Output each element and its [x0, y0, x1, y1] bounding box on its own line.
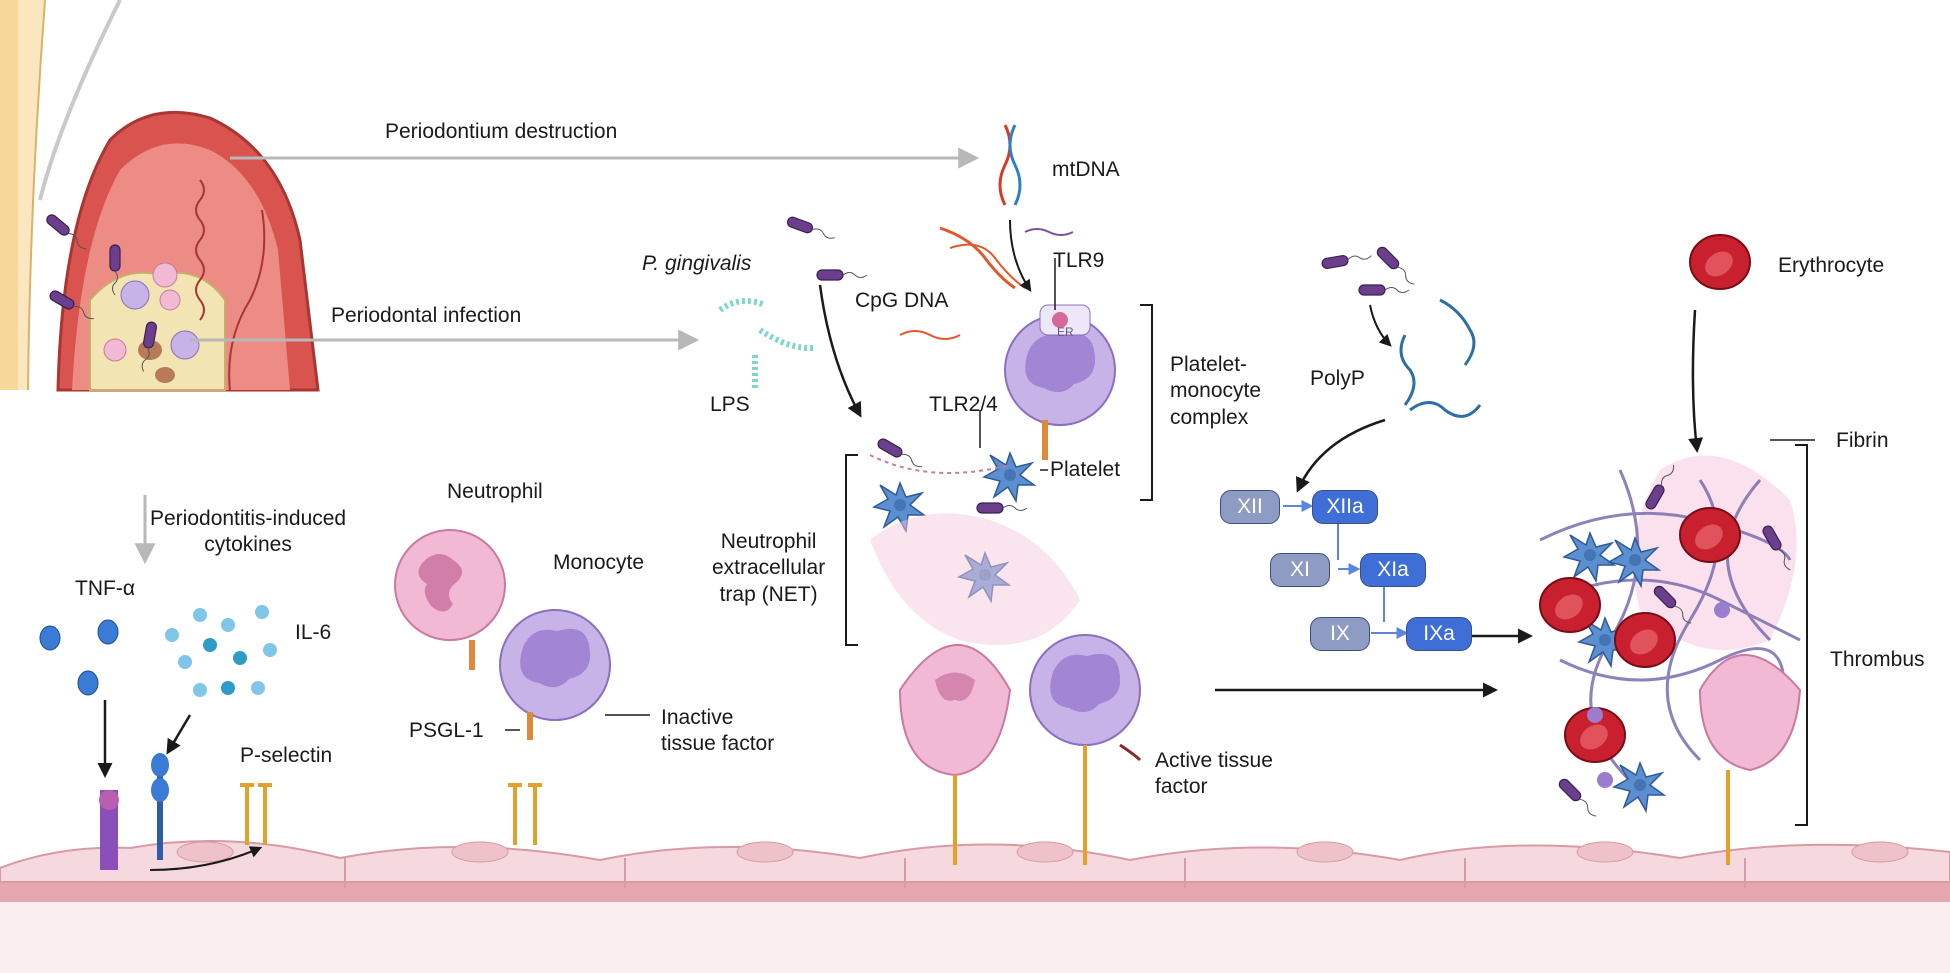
- label-periodontal-infection: Periodontal infection: [331, 304, 522, 327]
- neutrophil-icon: [898, 644, 1012, 777]
- label-p-gingivalis: P. gingivalis: [642, 252, 752, 275]
- factor-xi: XI: [1270, 553, 1330, 587]
- label-line: monocyte: [1170, 379, 1262, 403]
- factor-xiia: XIIa: [1312, 490, 1378, 524]
- bacterium-icon: [1358, 284, 1410, 296]
- cytokine-icon: [39, 605, 277, 697]
- label-line: tissue factor: [661, 732, 775, 756]
- label-platelet-monocyte-complex: Platelet- monocyte complex: [1170, 352, 1261, 431]
- dna-icon: [899, 124, 1074, 340]
- label-line: Inactive: [661, 706, 734, 729]
- label-line: extracellular: [712, 556, 826, 580]
- label-neutrophil: Neutrophil: [447, 480, 543, 503]
- label-tlr9: TLR9: [1053, 249, 1105, 272]
- label-line: complex: [1170, 405, 1249, 429]
- bacterium-icon: [816, 269, 868, 281]
- label-line: cytokines: [204, 533, 292, 557]
- bacterium-icon: [1556, 776, 1601, 821]
- label-erythrocyte: Erythrocyte: [1778, 254, 1885, 277]
- neutrophil-icon: [1698, 654, 1802, 772]
- bacterium-icon: [785, 215, 838, 243]
- label-periodontitis-cytokines: Periodontitis-induced cytokines: [150, 506, 346, 559]
- label-lps: LPS: [710, 393, 750, 416]
- factor-ixa: IXa: [1406, 617, 1472, 651]
- bacterium-icon: [976, 502, 1028, 514]
- lps-chain-icon: [718, 298, 816, 390]
- erythrocyte-icon: [1539, 577, 1601, 633]
- label-line: factor: [1155, 775, 1208, 799]
- erythrocyte-icon: [1679, 507, 1741, 563]
- label-polyp: PolyP: [1310, 367, 1365, 390]
- label-platelet: Platelet: [1050, 458, 1121, 481]
- label-line: Active tissue: [1155, 749, 1273, 772]
- endothelium-layer: [0, 839, 1950, 973]
- monocyte-icon: [499, 609, 611, 721]
- label-net: Neutrophil extracellular trap (NET): [712, 529, 825, 608]
- label-psgl1: PSGL-1: [409, 719, 484, 742]
- monocyte-icon: [1029, 634, 1141, 746]
- label-active-tf: Active tissue factor: [1155, 748, 1273, 801]
- erythrocyte-icon: [1614, 612, 1676, 668]
- bacterium-icon: [1320, 250, 1373, 270]
- label-fibrin: Fibrin: [1836, 429, 1889, 452]
- label-tlr24: TLR2/4: [929, 393, 998, 416]
- platelet-icon: [983, 452, 1035, 502]
- label-il6: IL-6: [295, 621, 332, 644]
- factor-xii: XII: [1220, 490, 1280, 524]
- factor-xia: XIa: [1360, 553, 1426, 587]
- factor-ix: IX: [1310, 617, 1370, 651]
- label-er: ER: [1057, 325, 1074, 339]
- label-line: Platelet-: [1170, 353, 1248, 376]
- label-monocyte: Monocyte: [553, 551, 645, 574]
- neutrophil-icon: [394, 529, 506, 641]
- platelet-icon: [1563, 532, 1615, 582]
- label-line: Neutrophil: [720, 530, 817, 553]
- label-cpg-dna: CpG DNA: [855, 289, 949, 312]
- label-periodontium-destruction: Periodontium destruction: [385, 120, 618, 143]
- label-mtdna: mtDNA: [1052, 158, 1120, 181]
- tooth-icon: [0, 0, 320, 392]
- erythrocyte-icon: [1689, 234, 1751, 290]
- label-thrombus: Thrombus: [1830, 648, 1925, 671]
- receptor-icon: [99, 753, 542, 870]
- label-line: trap (NET): [719, 582, 818, 606]
- label-line: Periodontitis-induced: [150, 507, 347, 530]
- polyp-chain-icon: [1399, 298, 1482, 418]
- label-p-selectin: P-selectin: [240, 744, 333, 767]
- label-inactive-tf: Inactive tissue factor: [661, 705, 774, 758]
- label-tnf: TNF-α: [75, 577, 135, 600]
- bacterium-icon: [1374, 244, 1419, 289]
